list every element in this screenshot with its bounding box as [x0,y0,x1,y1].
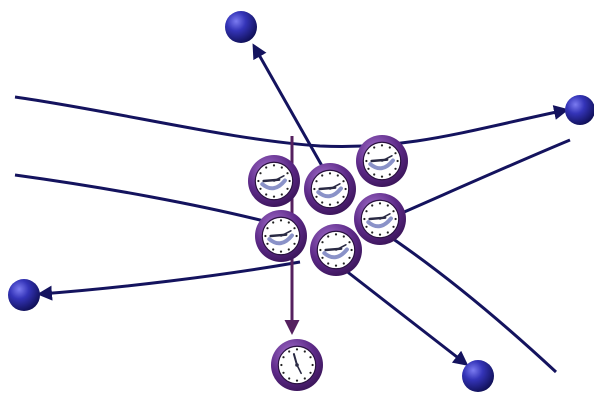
trajectories [15,46,570,372]
trajectory-to-left-ball [40,262,300,294]
trajectory-to-lower-ball [345,270,466,364]
clock-icon [255,210,307,262]
nucleus-clock-cluster [248,135,408,276]
sphere-icon [565,95,594,125]
clock-icon [271,339,323,391]
sphere-icon [8,279,40,311]
clock-icon [310,224,362,276]
emitted-clock [271,339,323,391]
trajectory-left-to-nucleus [15,175,268,222]
clock-icon [304,163,356,215]
sphere-icon [462,360,494,392]
clock-icon [356,135,408,187]
clock-icon [354,193,406,245]
clock-icon [248,155,300,207]
trajectory-lower-right [380,230,556,372]
trajectory-right-incoming [395,140,570,216]
particles [8,11,594,392]
sphere-icon [225,11,257,43]
